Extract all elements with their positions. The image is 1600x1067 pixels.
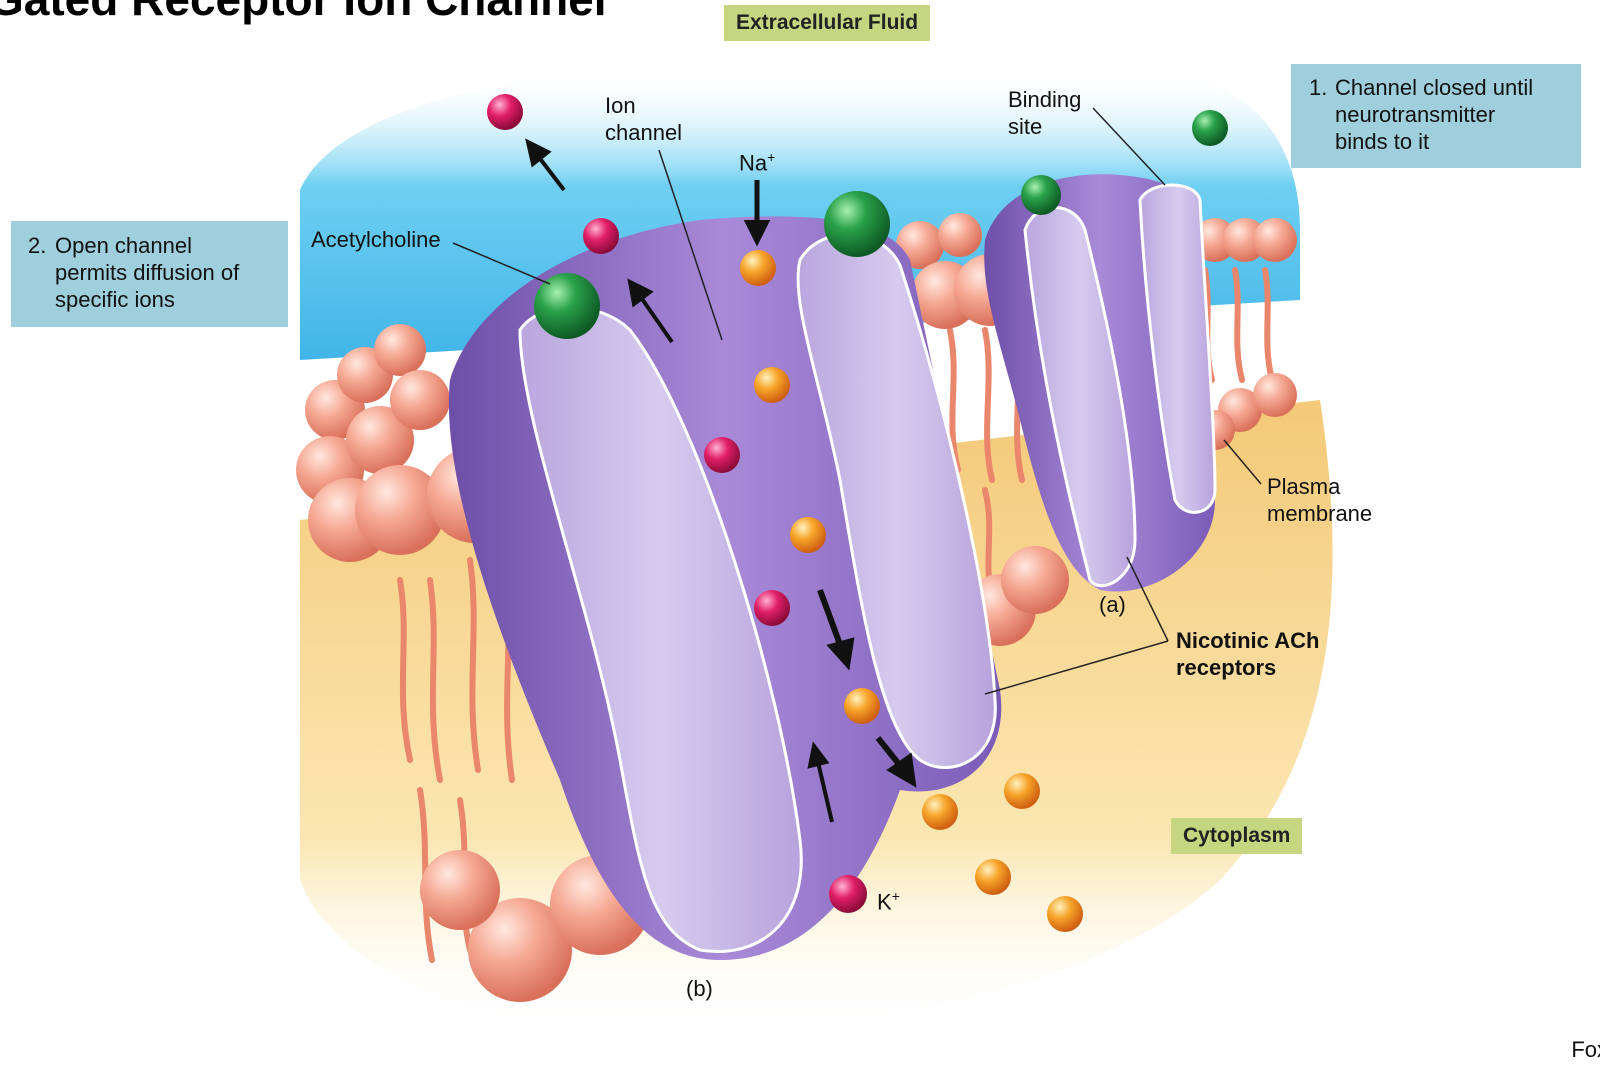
receptor-b-label: (b) xyxy=(686,975,713,1002)
plasma-membrane-label: Plasma membrane xyxy=(1267,473,1372,527)
sodium-charge: + xyxy=(767,149,775,165)
nicotinic-receptors-label-line-1: Nicotinic ACh xyxy=(1176,627,1319,654)
ion-channel-label-line-2: channel xyxy=(605,119,682,146)
step-2-line-1: Open channel xyxy=(55,232,192,259)
cytoplasm-tag: Cytoplasm xyxy=(1171,818,1302,854)
step-2-number: 2. xyxy=(28,232,46,259)
binding-site-label-line-1: Binding xyxy=(1008,86,1081,113)
extracellular-fluid-tag: Extracellular Fluid xyxy=(724,5,930,41)
acetylcholine-label: Acetylcholine xyxy=(311,226,441,253)
plasma-membrane-label-line-2: membrane xyxy=(1267,500,1372,527)
step-1-line-3: binds to it xyxy=(1335,128,1429,155)
nicotinic-receptors-label-line-2: receptors xyxy=(1176,654,1319,681)
potassium-charge: + xyxy=(892,888,900,904)
binding-site-label-line-2: site xyxy=(1008,113,1081,140)
step-1-line-1: Channel closed until xyxy=(1335,74,1533,101)
sodium-symbol: Na xyxy=(739,150,767,175)
nicotinic-receptors-label: Nicotinic ACh receptors xyxy=(1176,627,1319,681)
potassium-symbol: K xyxy=(877,889,892,914)
step-2-box: 2. Open channel permits diffusion of spe… xyxy=(11,221,288,327)
potassium-ion-label: K+ xyxy=(877,883,900,915)
step-2-line-3: specific ions xyxy=(55,286,175,313)
plasma-membrane-label-line-1: Plasma xyxy=(1267,473,1372,500)
ion-channel-label: Ion channel xyxy=(605,92,682,146)
receptor-a-label: (a) xyxy=(1099,591,1126,618)
binding-site-label: Binding site xyxy=(1008,86,1081,140)
step-2-line-2: permits diffusion of xyxy=(55,259,239,286)
step-1-line-2: neurotransmitter xyxy=(1335,101,1495,128)
step-1-number: 1. xyxy=(1309,74,1327,101)
credit-text: Fox xyxy=(1571,1037,1600,1063)
step-1-box: 1. Channel closed until neurotransmitter… xyxy=(1291,64,1581,168)
sodium-ion-label: Na+ xyxy=(739,144,775,176)
ion-channel-label-line-1: Ion xyxy=(605,92,682,119)
diagram-title: Gated Receptor Ion Channel xyxy=(0,0,607,26)
